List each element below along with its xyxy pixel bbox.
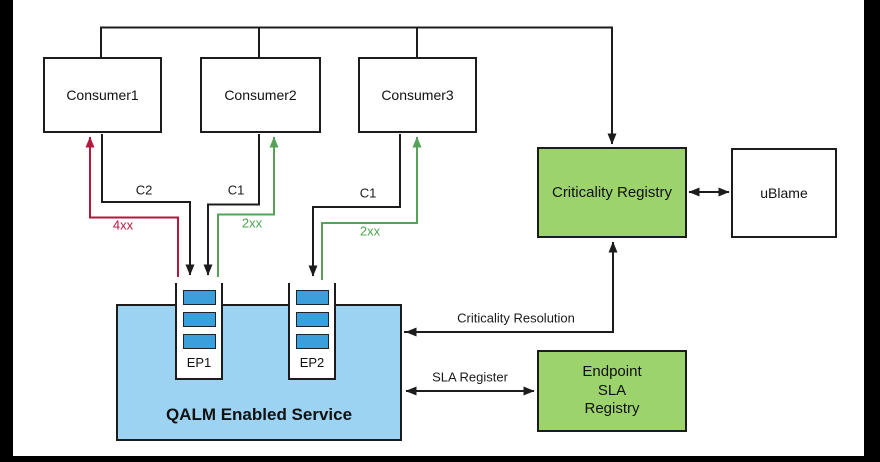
edge-label-c1-consumer2: C1 [227,182,245,198]
ep2-queue-slot [295,334,329,349]
node-ep1-queue: EP1 [175,283,223,380]
node-endpoint-sla-registry: Endpoint SLA Registry [537,350,687,432]
edge-label-4xx: 4xx [112,217,134,233]
node-consumer2: Consumer2 [200,57,321,133]
edge-label-c1-consumer3: C1 [359,185,377,201]
ep1-queue-slot [182,312,216,327]
edge-label-2xx-consumer3: 2xx [359,223,381,239]
node-ublame: uBlame [731,148,837,238]
qalm-service-label: QALM Enabled Service [165,405,353,424]
sla-registry-line2: SLA [597,381,627,399]
ep2-queue-slot [295,290,329,305]
node-criticality-registry: Criticality Registry [537,147,687,238]
ep2-queue-slot [295,312,329,327]
edge-label-criticality-resolution: Criticality Resolution [457,310,575,326]
ep2-label: EP2 [299,355,325,370]
edge-label-sla-register: SLA Register [432,369,508,385]
node-qalm-service: QALM Enabled Service [116,304,402,441]
ublame-label: uBlame [760,185,808,201]
consumer1-label: Consumer1 [66,87,139,103]
criticality-registry-label: Criticality Registry [551,184,672,201]
ep1-queue-slot [182,290,216,305]
node-consumer1: Consumer1 [43,57,162,133]
ep1-label: EP1 [186,355,212,370]
node-consumer3: Consumer3 [358,57,477,133]
edge-label-c2: C2 [135,182,153,198]
consumer3-label: Consumer3 [381,87,454,103]
edge-label-2xx-consumer2: 2xx [241,215,263,231]
sla-registry-line3: Registry [584,400,640,418]
sla-registry-line1: Endpoint [582,362,642,380]
node-ep2-queue: EP2 [288,283,336,380]
consumer2-label: Consumer2 [224,87,297,103]
ep1-queue-slot [182,334,216,349]
